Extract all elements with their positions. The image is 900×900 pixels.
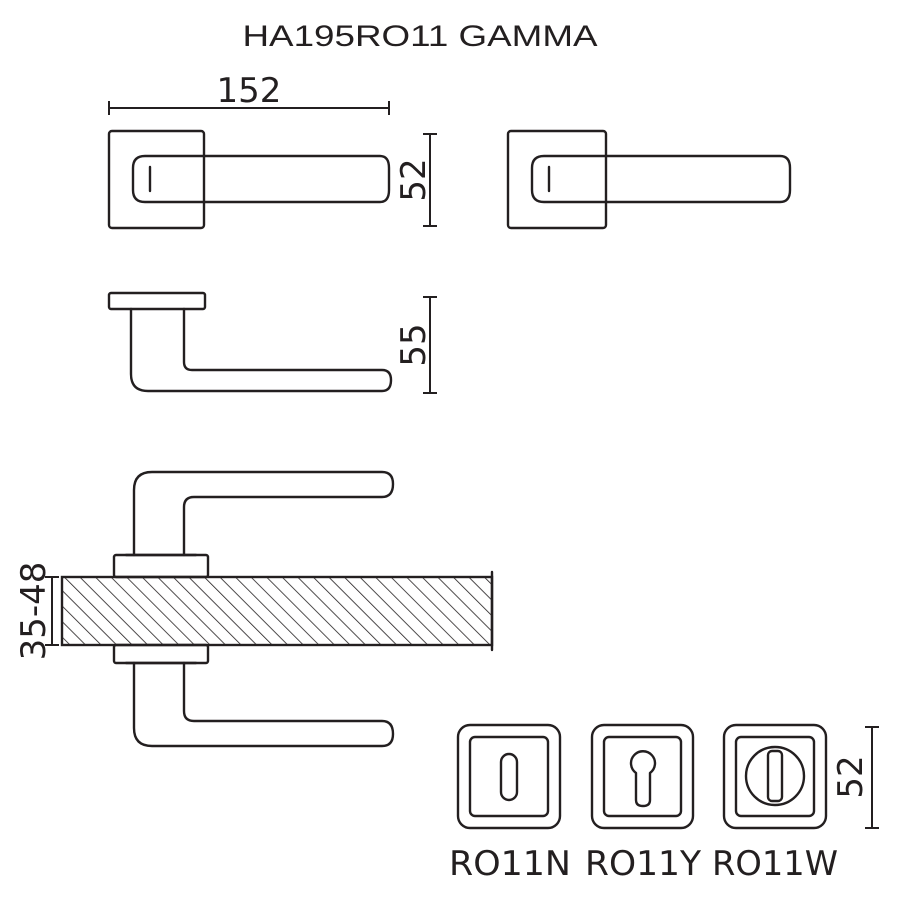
escutcheon-label-ro11w: RO11W <box>712 844 838 884</box>
projection-label: 55 <box>394 323 434 366</box>
drawing-title: HA195RO11 GAMMA <box>243 20 598 53</box>
escutcheon-ro11y: RO11Y <box>585 723 701 884</box>
top-view-right-lever <box>506 129 792 230</box>
dimension-door-thickness: 35-48 <box>14 562 59 661</box>
lever-length-label: 152 <box>217 71 282 111</box>
rose-size-label: 52 <box>394 158 434 201</box>
escutcheon-size-label: 52 <box>831 755 871 798</box>
dimension-projection: 55 <box>394 296 437 394</box>
escutcheon-label-ro11y: RO11Y <box>585 844 701 884</box>
top-view-left-lever <box>107 129 391 230</box>
escutcheon-ro11n: RO11N <box>449 723 571 884</box>
dimension-escutcheon-size: 52 <box>831 726 879 829</box>
section-view-door <box>60 470 494 748</box>
escutcheon-ro11w: RO11W <box>712 723 838 884</box>
door-thickness-label: 35-48 <box>14 562 54 661</box>
dimension-rose-size: 52 <box>394 133 437 227</box>
dimension-lever-length: 152 <box>108 71 390 115</box>
escutcheon-label-ro11n: RO11N <box>449 844 571 884</box>
side-view-lever <box>107 291 393 393</box>
